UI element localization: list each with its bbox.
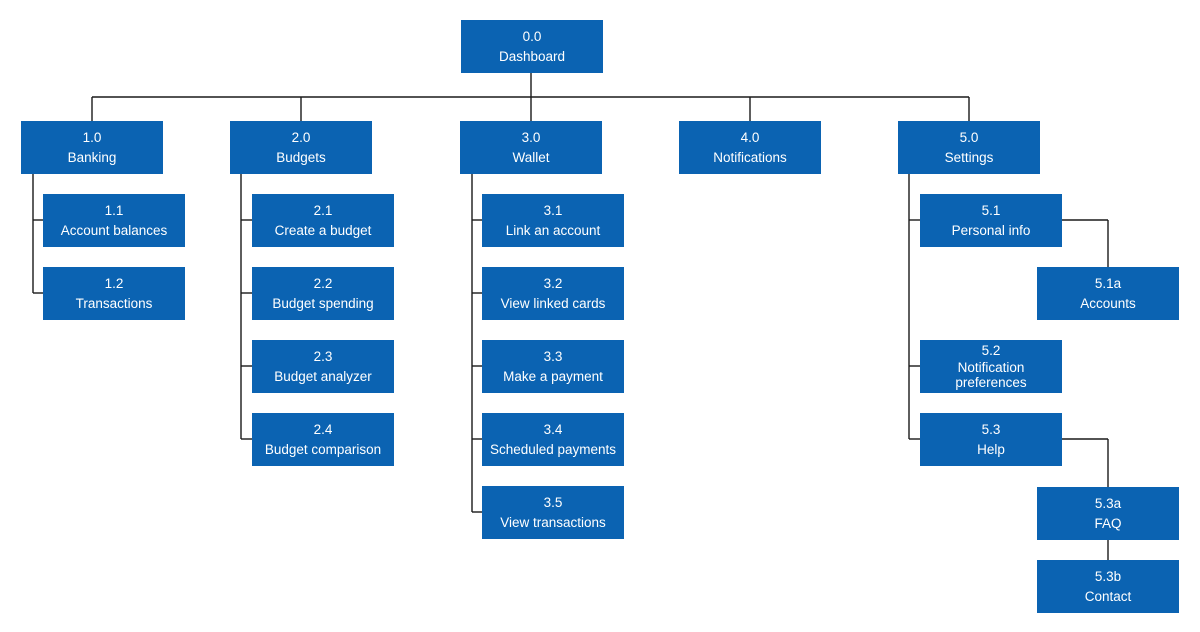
node-label: Budget analyzer <box>274 368 372 384</box>
node-label: Scheduled payments <box>489 441 617 457</box>
node-label: View linked cards <box>500 295 606 311</box>
node-label: Accounts <box>1080 295 1136 311</box>
node-number: 1.1 <box>104 202 124 218</box>
node-dashboard: 0.0 Dashboard <box>461 20 603 73</box>
node-number: 3.0 <box>521 129 541 145</box>
node-budgets: 2.0 Budgets <box>230 121 372 174</box>
node-label: Make a payment <box>503 368 603 384</box>
node-banking: 1.0 Banking <box>21 121 163 174</box>
node-number: 2.4 <box>313 421 333 437</box>
node-number: 5.0 <box>959 129 979 145</box>
node-number: 4.0 <box>740 129 760 145</box>
node-number: 3.4 <box>543 421 563 437</box>
node-label: Account balances <box>60 222 168 238</box>
node-number: 3.3 <box>543 348 563 364</box>
node-wallet: 3.0 Wallet <box>460 121 602 174</box>
node-number: 2.0 <box>291 129 311 145</box>
node-number: 5.3 <box>981 421 1001 437</box>
node-contact: 5.3b Contact <box>1037 560 1179 613</box>
node-number: 2.2 <box>313 275 333 291</box>
node-notifications: 4.0 Notifications <box>679 121 821 174</box>
node-view-linked-cards: 3.2 View linked cards <box>482 267 624 320</box>
node-number: 5.3a <box>1094 495 1122 511</box>
node-number: 1.2 <box>104 275 124 291</box>
node-settings: 5.0 Settings <box>898 121 1040 174</box>
node-label: View transactions <box>500 514 606 530</box>
node-transactions: 1.2 Transactions <box>43 267 185 320</box>
node-label: Notifications <box>713 149 787 165</box>
node-budget-analyzer: 2.3 Budget analyzer <box>252 340 394 393</box>
node-label: Help <box>977 441 1005 457</box>
node-number: 1.0 <box>82 129 102 145</box>
node-number: 3.5 <box>543 494 563 510</box>
node-label: Wallet <box>512 149 550 165</box>
node-label: Dashboard <box>498 48 566 64</box>
node-label: Transactions <box>75 295 153 311</box>
node-number: 3.1 <box>543 202 563 218</box>
node-number: 2.3 <box>313 348 333 364</box>
node-budget-spending: 2.2 Budget spending <box>252 267 394 320</box>
node-label: Notification preferences <box>955 360 1027 390</box>
node-create-budget: 2.1 Create a budget <box>252 194 394 247</box>
node-make-payment: 3.3 Make a payment <box>482 340 624 393</box>
node-number: 5.1 <box>981 202 1001 218</box>
node-notification-preferences: 5.2 Notification preferences <box>920 340 1062 393</box>
node-number: 2.1 <box>313 202 333 218</box>
node-scheduled-payments: 3.4 Scheduled payments <box>482 413 624 466</box>
node-number: 5.1a <box>1094 275 1122 291</box>
node-number: 5.3b <box>1094 568 1122 584</box>
node-label: Contact <box>1084 588 1132 604</box>
node-help: 5.3 Help <box>920 413 1062 466</box>
node-faq: 5.3a FAQ <box>1037 487 1179 540</box>
node-account-balances: 1.1 Account balances <box>43 194 185 247</box>
node-label: Budget comparison <box>264 441 382 457</box>
node-budget-comparison: 2.4 Budget comparison <box>252 413 394 466</box>
node-number: 5.2 <box>981 343 1001 358</box>
node-label: Personal info <box>951 222 1031 238</box>
node-number: 0.0 <box>522 28 542 44</box>
node-accounts: 5.1a Accounts <box>1037 267 1179 320</box>
node-label: FAQ <box>1094 515 1122 531</box>
node-label: Budget spending <box>272 295 374 311</box>
node-link-account: 3.1 Link an account <box>482 194 624 247</box>
node-label: Budgets <box>276 149 326 165</box>
node-number: 3.2 <box>543 275 563 291</box>
node-label: Banking <box>67 149 117 165</box>
node-label: Create a budget <box>274 222 372 238</box>
node-label: Settings <box>944 149 994 165</box>
node-personal-info: 5.1 Personal info <box>920 194 1062 247</box>
node-label: Link an account <box>505 222 601 238</box>
node-view-transactions: 3.5 View transactions <box>482 486 624 539</box>
